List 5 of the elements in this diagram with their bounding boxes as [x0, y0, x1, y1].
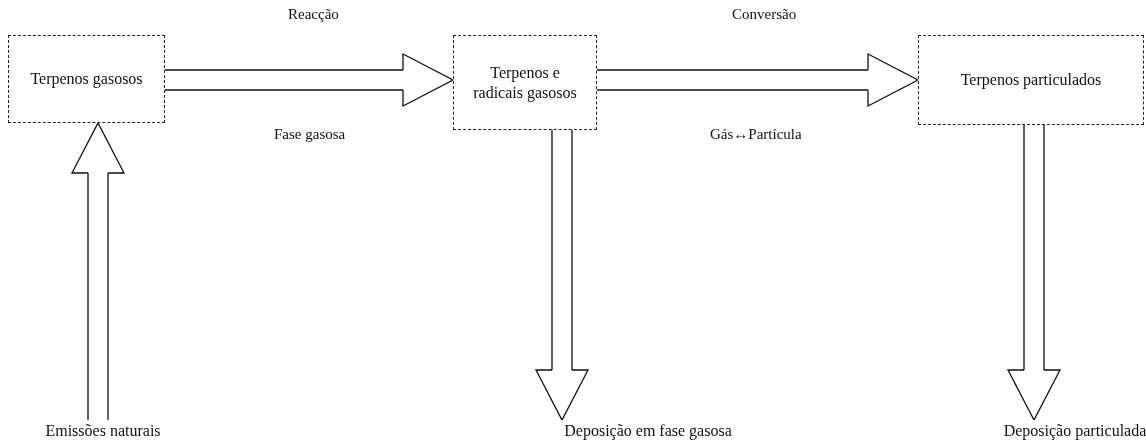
- edge-label: Reacção: [286, 6, 341, 23]
- dashed-box: Terpenos particulados: [918, 35, 1144, 125]
- dashed-box: Terpenos gasosos: [8, 35, 165, 123]
- annotation-text: Fase gasosa: [272, 126, 348, 143]
- dashed-box: Terpenos e radicais gasosos: [453, 35, 597, 130]
